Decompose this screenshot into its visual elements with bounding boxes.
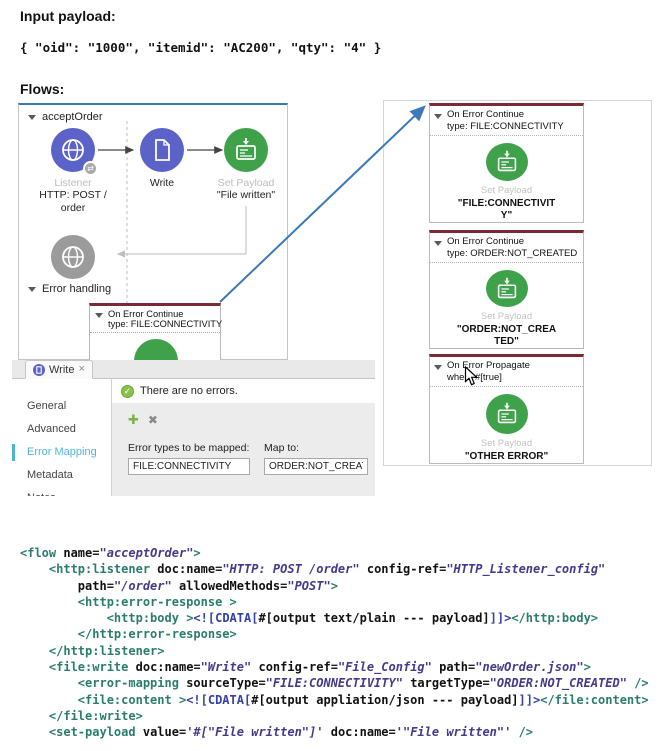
tab-write[interactable]: Write × — [25, 360, 93, 379]
payload-card-icon — [497, 150, 516, 172]
write-tab-icon — [33, 363, 45, 376]
collapse-handler3-icon[interactable] — [434, 365, 442, 370]
target-type-input[interactable] — [264, 458, 368, 475]
error-scope-title: On Error Continue — [108, 309, 184, 319]
error-handler-box-order-not-created[interactable]: On Error Continue type: ORDER:NOT_CREATE… — [429, 230, 584, 349]
collapse-handler1-icon[interactable] — [434, 114, 442, 119]
write-properties-panel: Write × General Advanced Error Mapping M… — [12, 360, 375, 497]
validation-status-row: ✓ There are no errors. — [112, 379, 375, 403]
response-globe-icon — [51, 235, 95, 279]
no-errors-message: There are no errors. — [140, 385, 238, 397]
handler3-node-label: Set Payload — [480, 438, 533, 449]
payload-card-icon — [497, 277, 516, 298]
sidebar-item-notes[interactable]: Notes — [12, 487, 111, 496]
response-listener-node[interactable] — [28, 235, 118, 279]
input-payload-heading: Input payload: — [20, 8, 116, 24]
handler1-node-label: Set Payload — [480, 185, 533, 196]
listener-node-label: Listener — [54, 177, 92, 189]
set-payload-node[interactable]: Set Payload "File written" — [201, 128, 291, 202]
handler1-title: On Error Continue — [447, 109, 525, 120]
xml-code: <flow name="acceptOrder"> <http:listener… — [20, 546, 649, 740]
no-errors-check-icon: ✓ — [121, 384, 134, 398]
listener-node-doc-line1: HTTP: POST / — [39, 189, 107, 201]
set-payload-node-value: "File written" — [216, 189, 276, 201]
globe-icon — [62, 139, 84, 161]
collapse-handler2-icon[interactable] — [434, 241, 442, 246]
handler2-title: On Error Continue — [447, 236, 525, 247]
tab-write-label: Write — [49, 363, 75, 376]
flow-name: acceptOrder — [42, 111, 103, 123]
properties-tab-strip: Write × — [12, 360, 375, 379]
listener-node-doc-line2: order — [60, 202, 86, 214]
sidebar-item-general[interactable]: General — [27, 400, 67, 412]
set-payload-icon[interactable] — [224, 128, 268, 172]
error-scope-subtitle: type: FILE:CONNECTIVITY — [108, 319, 223, 329]
handler1-node-value: "FILE:CONNECTIVITY" — [457, 198, 556, 221]
error-handlers-panel: On Error Continue type: FILE:CONNECTIVIT… — [383, 100, 652, 466]
handler3-condition: when: #[true] — [447, 371, 502, 383]
add-mapping-icon[interactable]: ✚ — [128, 412, 139, 427]
handler3-node-value: "OTHER ERROR" — [464, 451, 549, 462]
handler2-node-value: "ORDER:NOT_CREATED" — [456, 324, 557, 347]
write-node-label: Write — [149, 177, 175, 189]
error-scope-header: On Error Continue type: FILE:CONNECTIVIT… — [90, 306, 223, 333]
properties-sidebar: General Advanced Error Mapping Metadata … — [12, 379, 112, 496]
source-type-label: Error types to be mapped: — [128, 442, 250, 454]
listener-node[interactable]: ⇄ Listener HTTP: POST / order — [28, 128, 118, 215]
set-payload-icon[interactable] — [485, 394, 528, 434]
error-handling-header[interactable]: Error handling — [28, 283, 111, 295]
close-tab-icon[interactable]: × — [78, 363, 85, 375]
handler3-title: On Error Propagate — [447, 360, 530, 371]
payload-card-icon — [497, 402, 516, 424]
sync-badge-icon: ⇄ — [83, 161, 98, 176]
collapse-error-handling-icon[interactable] — [28, 286, 36, 292]
handler1-condition: type: FILE:CONNECTIVITY — [447, 120, 564, 132]
flow-header[interactable]: acceptOrder — [28, 111, 103, 123]
source-type-input[interactable] — [128, 458, 250, 475]
handler2-condition: type: ORDER:NOT_CREATED — [447, 247, 578, 259]
flow-canvas: acceptOrder ⇄ Listener HTTP: POST / orde… — [18, 103, 291, 383]
handler2-node-label: Set Payload — [480, 311, 533, 322]
error-mapping-form: ✚ ✖ Error types to be mapped: Map to: — [112, 403, 375, 496]
error-handler-box-propagate[interactable]: On Error Propagate when: #[true] Set Pay… — [429, 354, 584, 464]
error-handler-box-file-connectivity[interactable]: On Error Continue type: FILE:CONNECTIVIT… — [429, 103, 584, 223]
sidebar-item-error-mapping[interactable]: Error Mapping — [12, 441, 111, 464]
error-handling-label: Error handling — [42, 283, 112, 295]
set-payload-icon[interactable] — [485, 143, 528, 181]
collapse-scope-icon[interactable] — [95, 313, 103, 318]
collapse-flow-icon[interactable] — [28, 114, 36, 120]
input-payload-json: { "oid": "1000", "itemid": "AC200", "qty… — [20, 40, 382, 55]
on-error-continue-scope[interactable]: On Error Continue type: FILE:CONNECTIVIT… — [89, 303, 223, 383]
set-payload-icon[interactable] — [485, 270, 528, 307]
flows-heading: Flows: — [20, 81, 65, 97]
payload-card-icon — [236, 138, 256, 160]
file-write-icon[interactable] — [140, 128, 184, 172]
sidebar-item-advanced[interactable]: Advanced — [27, 423, 76, 435]
http-listener-icon[interactable]: ⇄ — [51, 128, 98, 176]
set-payload-node-label: Set Payload — [217, 177, 275, 189]
target-type-label: Map to: — [264, 442, 300, 454]
document-icon — [155, 139, 170, 161]
write-node[interactable]: Write — [117, 128, 207, 189]
delete-mapping-icon[interactable]: ✖ — [147, 412, 158, 427]
sidebar-item-metadata[interactable]: Metadata — [27, 469, 73, 481]
